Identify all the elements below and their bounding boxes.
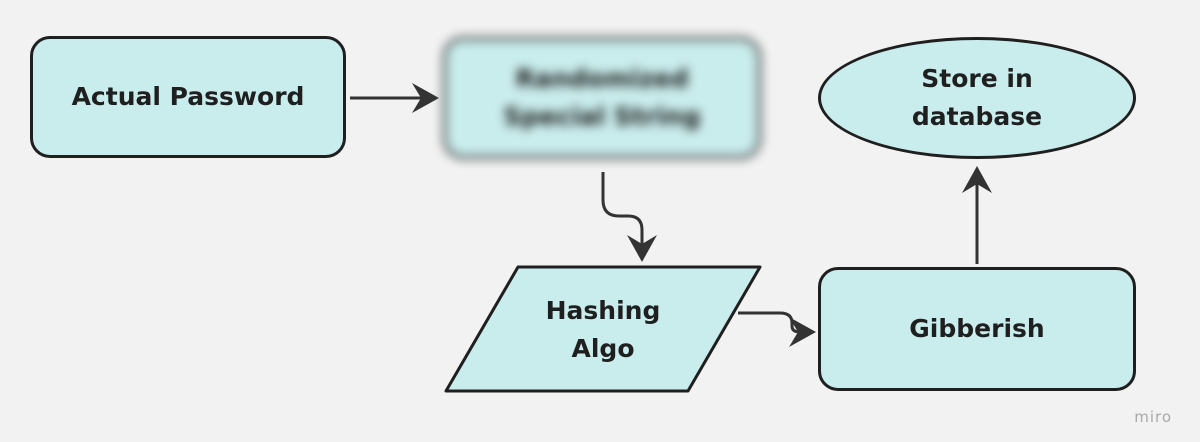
miro-watermark: miro [1134,408,1172,426]
arrow-random-to-hashing [601,172,657,262]
node-randomized-special-string[interactable]: Randomized Special String [443,37,761,159]
node-hashing-algo: Hashing Algo [503,290,703,370]
node-store-label-line1: Store in [921,64,1033,93]
node-store-in-database[interactable]: Store in database [818,37,1136,159]
node-hashing-algo-label-line2: Algo [571,334,635,363]
node-actual-password-label: Actual Password [71,82,305,111]
node-gibberish[interactable]: Gibberish [818,267,1136,391]
node-randomized-special-string-label: Randomized Special String [503,64,701,131]
arrow-hashing-to-gibberish [738,311,816,347]
node-hashing-algo-label-line1: Hashing [545,296,661,325]
node-gibberish-label: Gibberish [909,314,1045,343]
node-actual-password[interactable]: Actual Password [30,36,346,158]
node-store-label-line2: database [911,102,1043,131]
